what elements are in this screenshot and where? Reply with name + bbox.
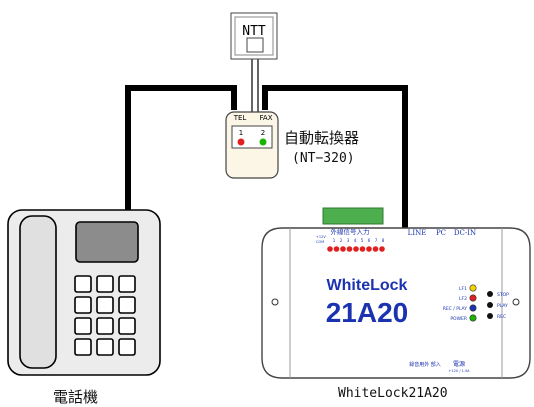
indicator-led xyxy=(469,294,477,302)
ntt-label: NTT xyxy=(242,24,266,39)
input-led xyxy=(333,246,340,252)
control-buttons: STOP PLAY REC xyxy=(487,291,509,320)
keypad xyxy=(74,275,136,356)
indicator-label: POWER xyxy=(450,316,467,322)
input-leds xyxy=(327,246,385,252)
input-number-3: 3 xyxy=(347,238,350,243)
indicator-label: REC / PLAY xyxy=(443,306,468,312)
switch-2-number: 2 xyxy=(261,129,265,137)
switcher-model: (NT−320) xyxy=(292,151,355,166)
cable-phone xyxy=(125,85,237,210)
input-label: 外線信号入力 xyxy=(331,227,370,236)
input-led xyxy=(359,246,366,252)
input-number-1: 1 xyxy=(333,238,336,243)
cables xyxy=(125,85,408,230)
input-led xyxy=(340,246,346,252)
input-led xyxy=(366,246,372,252)
bottom-label-2-sub: +12V / 1.5A xyxy=(448,369,470,373)
rec-button-label: REC xyxy=(497,314,506,320)
indicator-label: LF1 xyxy=(459,286,467,292)
indicator-led xyxy=(469,284,477,292)
device-model: 21A20 xyxy=(326,297,409,328)
small-left-1: +12V xyxy=(316,235,326,239)
input-led xyxy=(346,246,353,252)
indicator-label: LF2 xyxy=(459,296,467,302)
telephone xyxy=(7,209,161,376)
switch-2-led xyxy=(259,138,267,146)
auto-switcher: TEL FAX 1 2 xyxy=(225,111,279,179)
green-connector xyxy=(322,207,384,225)
device-brand: WhiteLock xyxy=(327,277,408,294)
cable-device xyxy=(262,85,408,230)
indicator-led xyxy=(469,314,477,322)
rec-button[interactable] xyxy=(487,313,493,319)
port-dcin-label: DC-IN xyxy=(454,229,476,237)
switcher-name: 自動転換器 xyxy=(284,129,360,147)
small-left-2: COM xyxy=(316,240,324,244)
port-line-label: LINE xyxy=(408,229,427,237)
bottom-label-1: 録音用外 部入 xyxy=(409,361,441,368)
device-caption: WhiteLock21A20 xyxy=(338,386,448,401)
input-led xyxy=(379,246,385,252)
input-number-4: 4 xyxy=(354,238,357,243)
stop-button[interactable] xyxy=(487,291,493,297)
port-pc-label: PC xyxy=(436,229,446,237)
input-number-7: 7 xyxy=(375,238,378,243)
stop-button-label: STOP xyxy=(497,292,509,298)
play-button-label: PLAY xyxy=(497,303,508,309)
input-number-5: 5 xyxy=(361,238,364,243)
input-led xyxy=(372,246,379,252)
switch-1-led xyxy=(237,138,245,146)
input-number-2: 2 xyxy=(340,238,343,243)
bottom-label-2: 電源 xyxy=(453,360,465,368)
indicator-led xyxy=(469,304,477,312)
input-number-8: 8 xyxy=(382,238,385,243)
input-led xyxy=(327,246,333,252)
input-led xyxy=(353,246,359,252)
phone-label: 電話機 xyxy=(53,388,99,406)
input-number-6: 6 xyxy=(368,238,371,243)
switch-1-number: 1 xyxy=(239,129,243,137)
play-button[interactable] xyxy=(487,302,493,308)
port-fax-label: FAX xyxy=(260,114,273,122)
port-tel-label: TEL xyxy=(233,114,247,122)
ntt-jack: NTT xyxy=(230,12,278,60)
